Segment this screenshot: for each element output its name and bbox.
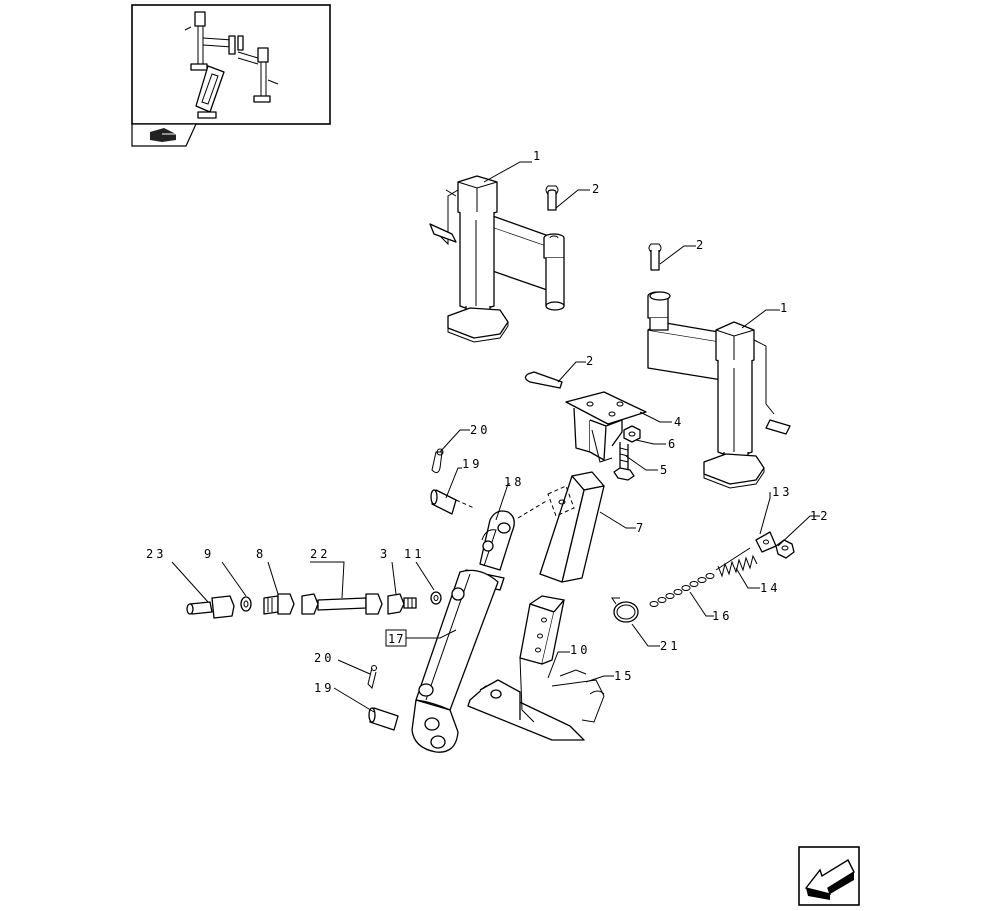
pin-19-upper — [430, 489, 475, 515]
callout-17-box — [385, 629, 407, 647]
chain-16 — [649, 573, 715, 607]
callout-11: 11 — [404, 547, 424, 561]
callout-19: 19 — [314, 681, 334, 695]
book-icon — [131, 123, 197, 147]
callout-16: 16 — [712, 609, 732, 623]
support-jack-right — [647, 291, 791, 489]
callout-15: 15 — [614, 669, 634, 683]
callout-14: 14 — [760, 581, 780, 595]
fitting-23 — [186, 595, 235, 619]
r-clip-20-upper — [431, 448, 444, 474]
callout-4: 4 — [674, 415, 684, 429]
callout-10: 10 — [570, 643, 590, 657]
callout-2: 2 — [592, 182, 602, 196]
callout-13: 13 — [772, 485, 792, 499]
callout-5: 5 — [660, 463, 670, 477]
callout-9: 9 — [204, 547, 214, 561]
callout-2: 2 — [586, 354, 596, 368]
nut-6 — [623, 425, 641, 443]
callout-17: 17 — [388, 632, 404, 646]
pin-2-bracket — [524, 371, 563, 389]
port-fitting — [451, 587, 465, 601]
mounting-bracket — [565, 391, 647, 463]
foot-plate-10 — [467, 657, 605, 741]
hose-22 — [301, 593, 383, 615]
pin-2-upper — [545, 185, 559, 211]
callout-1: 1 — [533, 149, 543, 163]
callout-6: 6 — [668, 437, 678, 451]
callout-19: 19 — [462, 457, 482, 471]
hose-clamp-21 — [611, 597, 639, 623]
sleeve-7 — [517, 471, 605, 583]
callout-2: 2 — [696, 238, 706, 252]
leader-lines — [171, 161, 820, 713]
washer-11 — [430, 591, 442, 605]
callout-12: 12 — [810, 509, 830, 523]
support-jack-left — [429, 175, 565, 343]
callout-18: 18 — [504, 475, 524, 489]
adapter-8 — [263, 593, 295, 615]
next-page-arrow-icon[interactable] — [798, 846, 860, 906]
nut-12 — [775, 539, 795, 559]
callout-22: 22 — [310, 547, 330, 561]
assembly-thumbnail-icon[interactable] — [131, 4, 331, 125]
callout-8: 8 — [256, 547, 266, 561]
bolt-5 — [613, 442, 635, 481]
r-clip-20-lower — [367, 665, 377, 689]
callout-1: 1 — [780, 301, 790, 315]
plate-13 — [755, 531, 777, 553]
hydraulic-cylinder — [411, 510, 565, 753]
callout-21: 21 — [660, 639, 680, 653]
spring-14 — [715, 547, 758, 578]
pin-2-right — [648, 243, 671, 301]
callout-3: 3 — [380, 547, 390, 561]
washer-9 — [240, 596, 252, 612]
callout-7: 7 — [636, 521, 646, 535]
callout-20: 20 — [314, 651, 334, 665]
callout-23: 23 — [146, 547, 166, 561]
callout-20: 20 — [470, 423, 490, 437]
adapter-3 — [387, 593, 417, 615]
